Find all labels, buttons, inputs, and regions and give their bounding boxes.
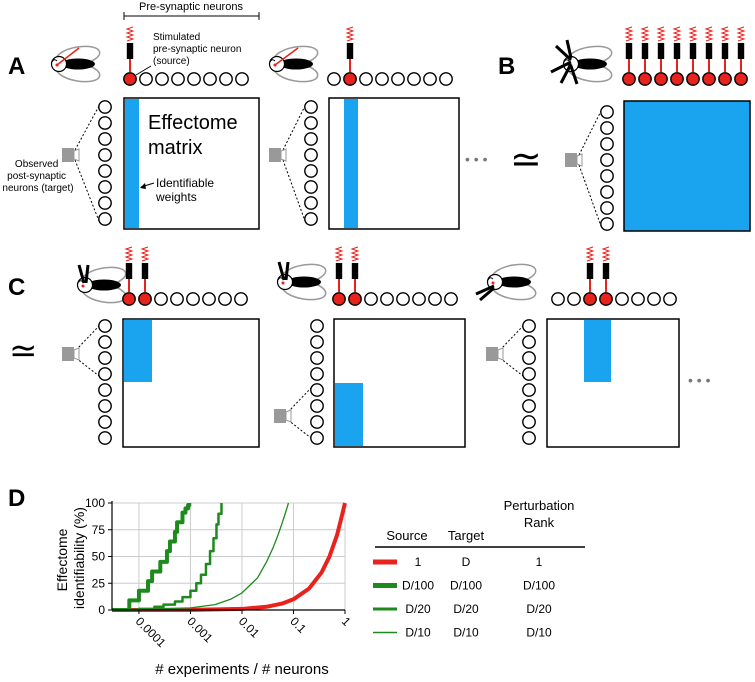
ellipsis-a: • • •: [465, 151, 488, 167]
panel-label-a: A: [8, 53, 25, 80]
presynaptic-row-a: [123, 72, 249, 86]
chart-series: [111, 502, 347, 612]
presynaptic-row-c1: [122, 292, 248, 306]
electrode-array-b: [624, 26, 746, 73]
electrode-array-c2: [334, 246, 360, 293]
panel-label-b: B: [498, 53, 515, 80]
y-tick-label: 50: [92, 550, 106, 564]
x-tick-label: 0.01: [236, 614, 263, 641]
effectome-matrix-c3: [546, 318, 680, 448]
approx-symbol-b: ≃: [510, 139, 542, 181]
camera-icon-c3: [485, 346, 504, 362]
ellipsis-c: • • •: [688, 372, 711, 388]
chart-axes: [111, 501, 345, 611]
identifiable-weights-label: Identifiable weights: [155, 176, 217, 204]
presynaptic-row-c2: [332, 292, 458, 306]
panel-label-d: D: [8, 485, 25, 512]
x-tick-label: 0.001: [184, 614, 215, 645]
presynaptic-row-b: [622, 72, 748, 86]
table-cell-source: 1: [415, 555, 422, 569]
y-axis-label: Effectome identifiability (%): [54, 507, 87, 609]
series-line-3: [111, 502, 290, 611]
panel-label-c: C: [8, 274, 25, 301]
table-cell-target: D/20: [453, 602, 479, 616]
table-cell-rank: D/10: [526, 626, 552, 640]
y-tick-label: 100: [85, 496, 105, 510]
postsynaptic-column-c2: [310, 319, 324, 445]
approx-symbol-c: ≃: [9, 332, 38, 370]
x-tick-label: 0.0001: [133, 614, 169, 650]
camera-icon-b: [564, 152, 583, 168]
y-tick-label: 75: [92, 523, 106, 537]
electrode-icon-a: [125, 26, 135, 73]
table-cell-rank: 1: [536, 555, 543, 569]
postsynaptic-column-a: [98, 100, 112, 226]
series-line-0: [111, 502, 347, 612]
postsynaptic-column-b: [600, 105, 614, 231]
camera-icon-a: [61, 147, 80, 163]
identifiability-chart: 0.0001 0.001 0.01 0.1 1 0 25 50 75 100 Effectome …: [54, 496, 354, 678]
x-tick-label: 0.1: [287, 614, 309, 636]
camera-icon-c1: [61, 346, 80, 362]
camera-icon-c2: [273, 408, 292, 424]
table-cell-source: D/20: [405, 602, 431, 616]
table-cell-rank: D/20: [526, 602, 552, 616]
postsynaptic-column-a2: [304, 100, 318, 226]
stimulated-label: Stimulated pre-synaptic neuron (source): [153, 32, 244, 67]
presynaptic-row-c3: [551, 292, 677, 306]
fly-electrodes-b: [550, 39, 579, 85]
table-header-rank: Rank: [524, 515, 555, 530]
y-tick-label: 0: [98, 603, 105, 617]
chart-grid: [112, 502, 346, 611]
table-header-target: Target: [448, 528, 485, 543]
effectome-matrix-title: Effectome matrix: [148, 112, 243, 159]
x-tick-label: 1: [339, 614, 354, 629]
electrode-array-c1: [124, 246, 150, 293]
table-cell-source: D/100: [402, 579, 434, 593]
fly-icon-c2: [276, 260, 328, 304]
series-line-2: [112, 503, 223, 612]
stimulated-arrow: [135, 65, 152, 76]
presynaptic-row-a2: [327, 72, 453, 86]
table-header-perturbation: Perturbation: [504, 498, 575, 513]
effectome-matrix-a1: [123, 97, 260, 230]
presynaptic-label: Pre-synaptic neurons: [139, 1, 243, 13]
y-tick-label: 25: [92, 576, 106, 590]
table-cell-target: D/10: [453, 626, 479, 640]
table-header-source: Source: [386, 528, 427, 543]
series-line-1: [112, 503, 192, 612]
table-cell-rank: D/100: [523, 579, 555, 593]
observed-label: Observed post-synaptic neurons (target): [2, 159, 73, 194]
electrode-icon-a2: [345, 26, 355, 73]
identifiable-weights-column: [125, 99, 139, 228]
legend-table: Source Target Perturbation Rank 1 D 1D/100…: [373, 498, 585, 640]
postsynaptic-column-c3: [522, 319, 536, 445]
fly-icon-c1: [76, 263, 128, 307]
effectome-matrix-b: [623, 100, 751, 232]
table-cell-target: D/100: [450, 579, 482, 593]
x-axis-label: # experiments / # neurons: [155, 661, 328, 678]
table-cell-source: D/10: [405, 626, 431, 640]
electrode-array-c3: [585, 246, 611, 293]
fly-icon-c3: [486, 260, 538, 304]
table-cell-target: D: [462, 555, 471, 569]
camera-icon-a2: [268, 147, 287, 163]
postsynaptic-column-c1: [98, 319, 112, 445]
